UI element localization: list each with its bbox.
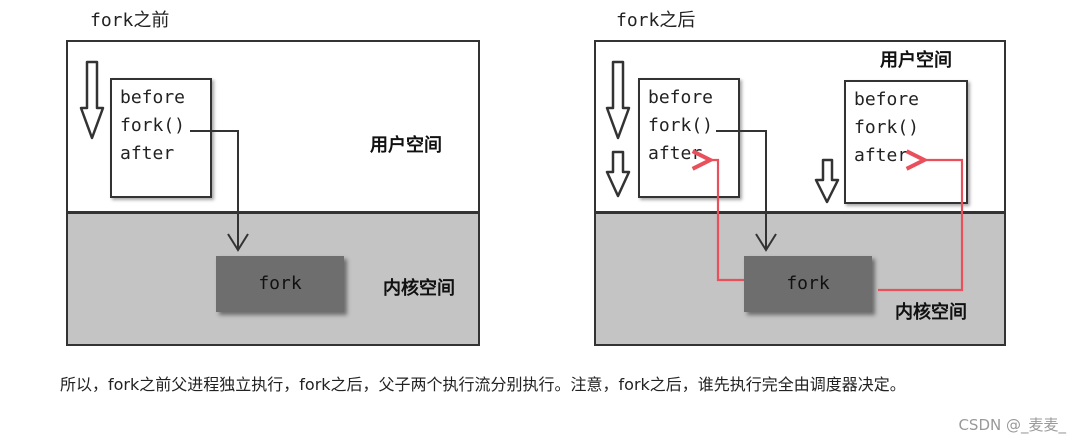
right-panel-title: fork之后: [616, 10, 696, 31]
code-line: after: [120, 143, 175, 164]
right-kernel-fork-box: fork: [744, 256, 872, 312]
code-line: before: [120, 87, 186, 108]
parent-code-box: before fork() after: [638, 78, 740, 198]
right-fork-call-arrow: [716, 130, 777, 252]
watermark: CSDN @_麦麦_: [958, 416, 1066, 434]
parent-execution-arrow-icon: [605, 60, 631, 140]
child-after-arrow-icon: [814, 158, 840, 204]
right-user-space-label: 用户空间: [880, 50, 952, 71]
caption-text: 所以，fork之前父进程独立执行，fork之后，父子两个执行流分别执行。注意，f…: [60, 375, 906, 394]
parent-after-arrow-icon: [605, 150, 631, 198]
left-execution-arrow-icon: [79, 60, 105, 140]
parent-return-arrow: [708, 160, 744, 282]
code-line: before: [854, 89, 920, 110]
right-kernel-space-label: 内核空间: [895, 302, 967, 323]
left-kernel-space-label: 内核空间: [383, 278, 455, 299]
left-code-box: before fork() after: [110, 78, 212, 198]
left-user-space-label: 用户空间: [370, 135, 442, 156]
child-code-box: before fork() after: [844, 80, 968, 204]
code-line: after: [648, 143, 703, 164]
code-line: fork(): [648, 115, 714, 136]
child-return-arrow: [878, 160, 964, 292]
code-line: before: [648, 87, 714, 108]
left-fork-call-arrow: [190, 130, 249, 252]
code-line: fork(): [854, 117, 920, 138]
left-panel-title: fork之前: [90, 10, 170, 31]
left-kernel-fork-box: fork: [216, 256, 344, 312]
code-line: fork(): [120, 115, 186, 136]
code-line: after: [854, 145, 909, 166]
